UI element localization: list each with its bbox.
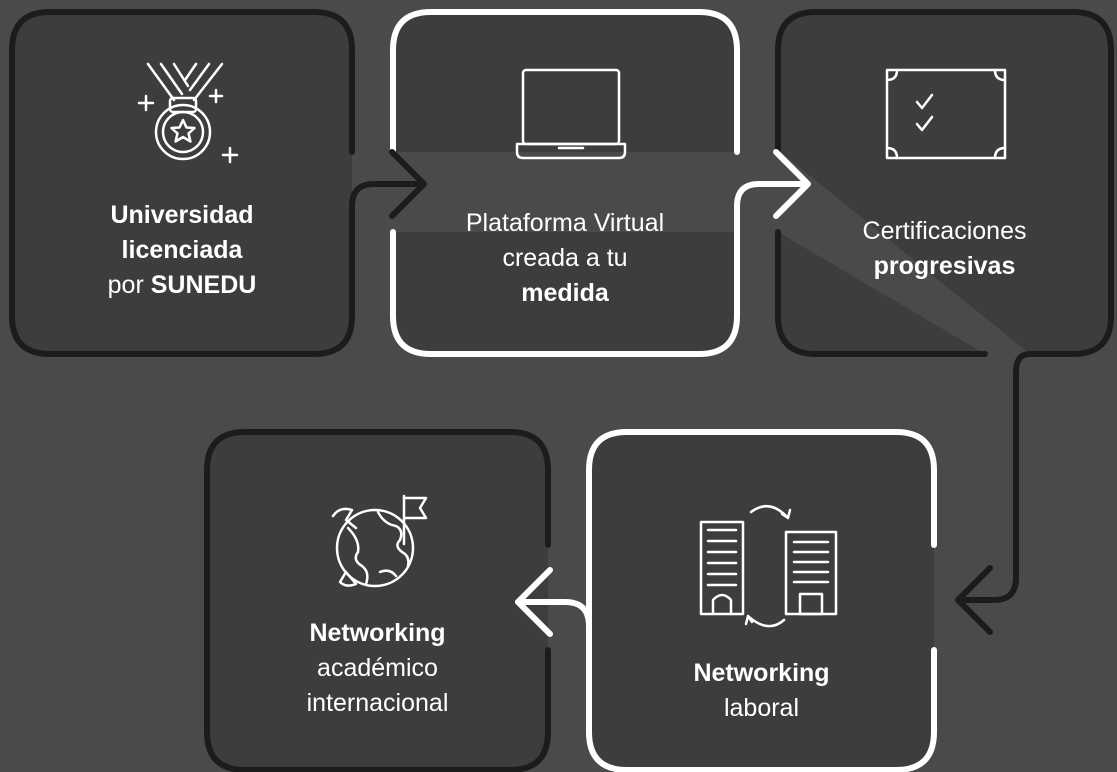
connector-3-4 (955, 351, 1033, 603)
connector-2-3 (734, 181, 809, 235)
label-line: Certificaciones (862, 217, 1027, 245)
card-universidad-frame (9, 9, 355, 357)
label-line: laboral (723, 694, 800, 722)
arrow-3-4 (955, 565, 993, 635)
certificate-icon (885, 68, 1007, 160)
label-line: licenciada (121, 236, 243, 264)
card-universidad-label: Universidad licenciada por SUNEDU (12, 198, 352, 303)
label-line: Networking (309, 619, 446, 647)
label-line: Plataforma Virtual (465, 209, 665, 237)
medal-icon (137, 62, 239, 164)
globe-flags-icon (331, 494, 428, 588)
label-line: por SUNEDU (107, 271, 257, 299)
card-networking-laboral-label: Networking laboral (589, 656, 934, 726)
connector-4-5 (515, 599, 592, 653)
label-line: creada a tu (502, 244, 628, 272)
arrow-1-2 (389, 149, 427, 219)
label-line: académico (317, 654, 438, 682)
card-certificaciones-frame (775, 9, 1114, 357)
connector-1-2 (349, 181, 425, 233)
label-line: Networking (693, 659, 830, 687)
card-plataforma-label: Plataforma Virtual creada a tu medida (393, 206, 737, 311)
card-plataforma-frame (390, 9, 740, 357)
card-certificaciones-label: Certificaciones progresivas (778, 214, 1111, 284)
label-line: internacional (306, 689, 449, 717)
card-networking-laboral-frame (586, 429, 937, 772)
arrow-2-3 (773, 149, 811, 219)
buildings-icon (699, 505, 838, 628)
label-line: progresivas (873, 252, 1016, 280)
label-line: Universidad (110, 201, 254, 229)
arrow-4-5 (515, 567, 553, 637)
card-networking-academico-frame (204, 429, 551, 772)
label-line: medida (521, 279, 609, 307)
card-networking-academico-label: Networking académico internacional (207, 616, 548, 721)
laptop-icon (515, 68, 627, 160)
